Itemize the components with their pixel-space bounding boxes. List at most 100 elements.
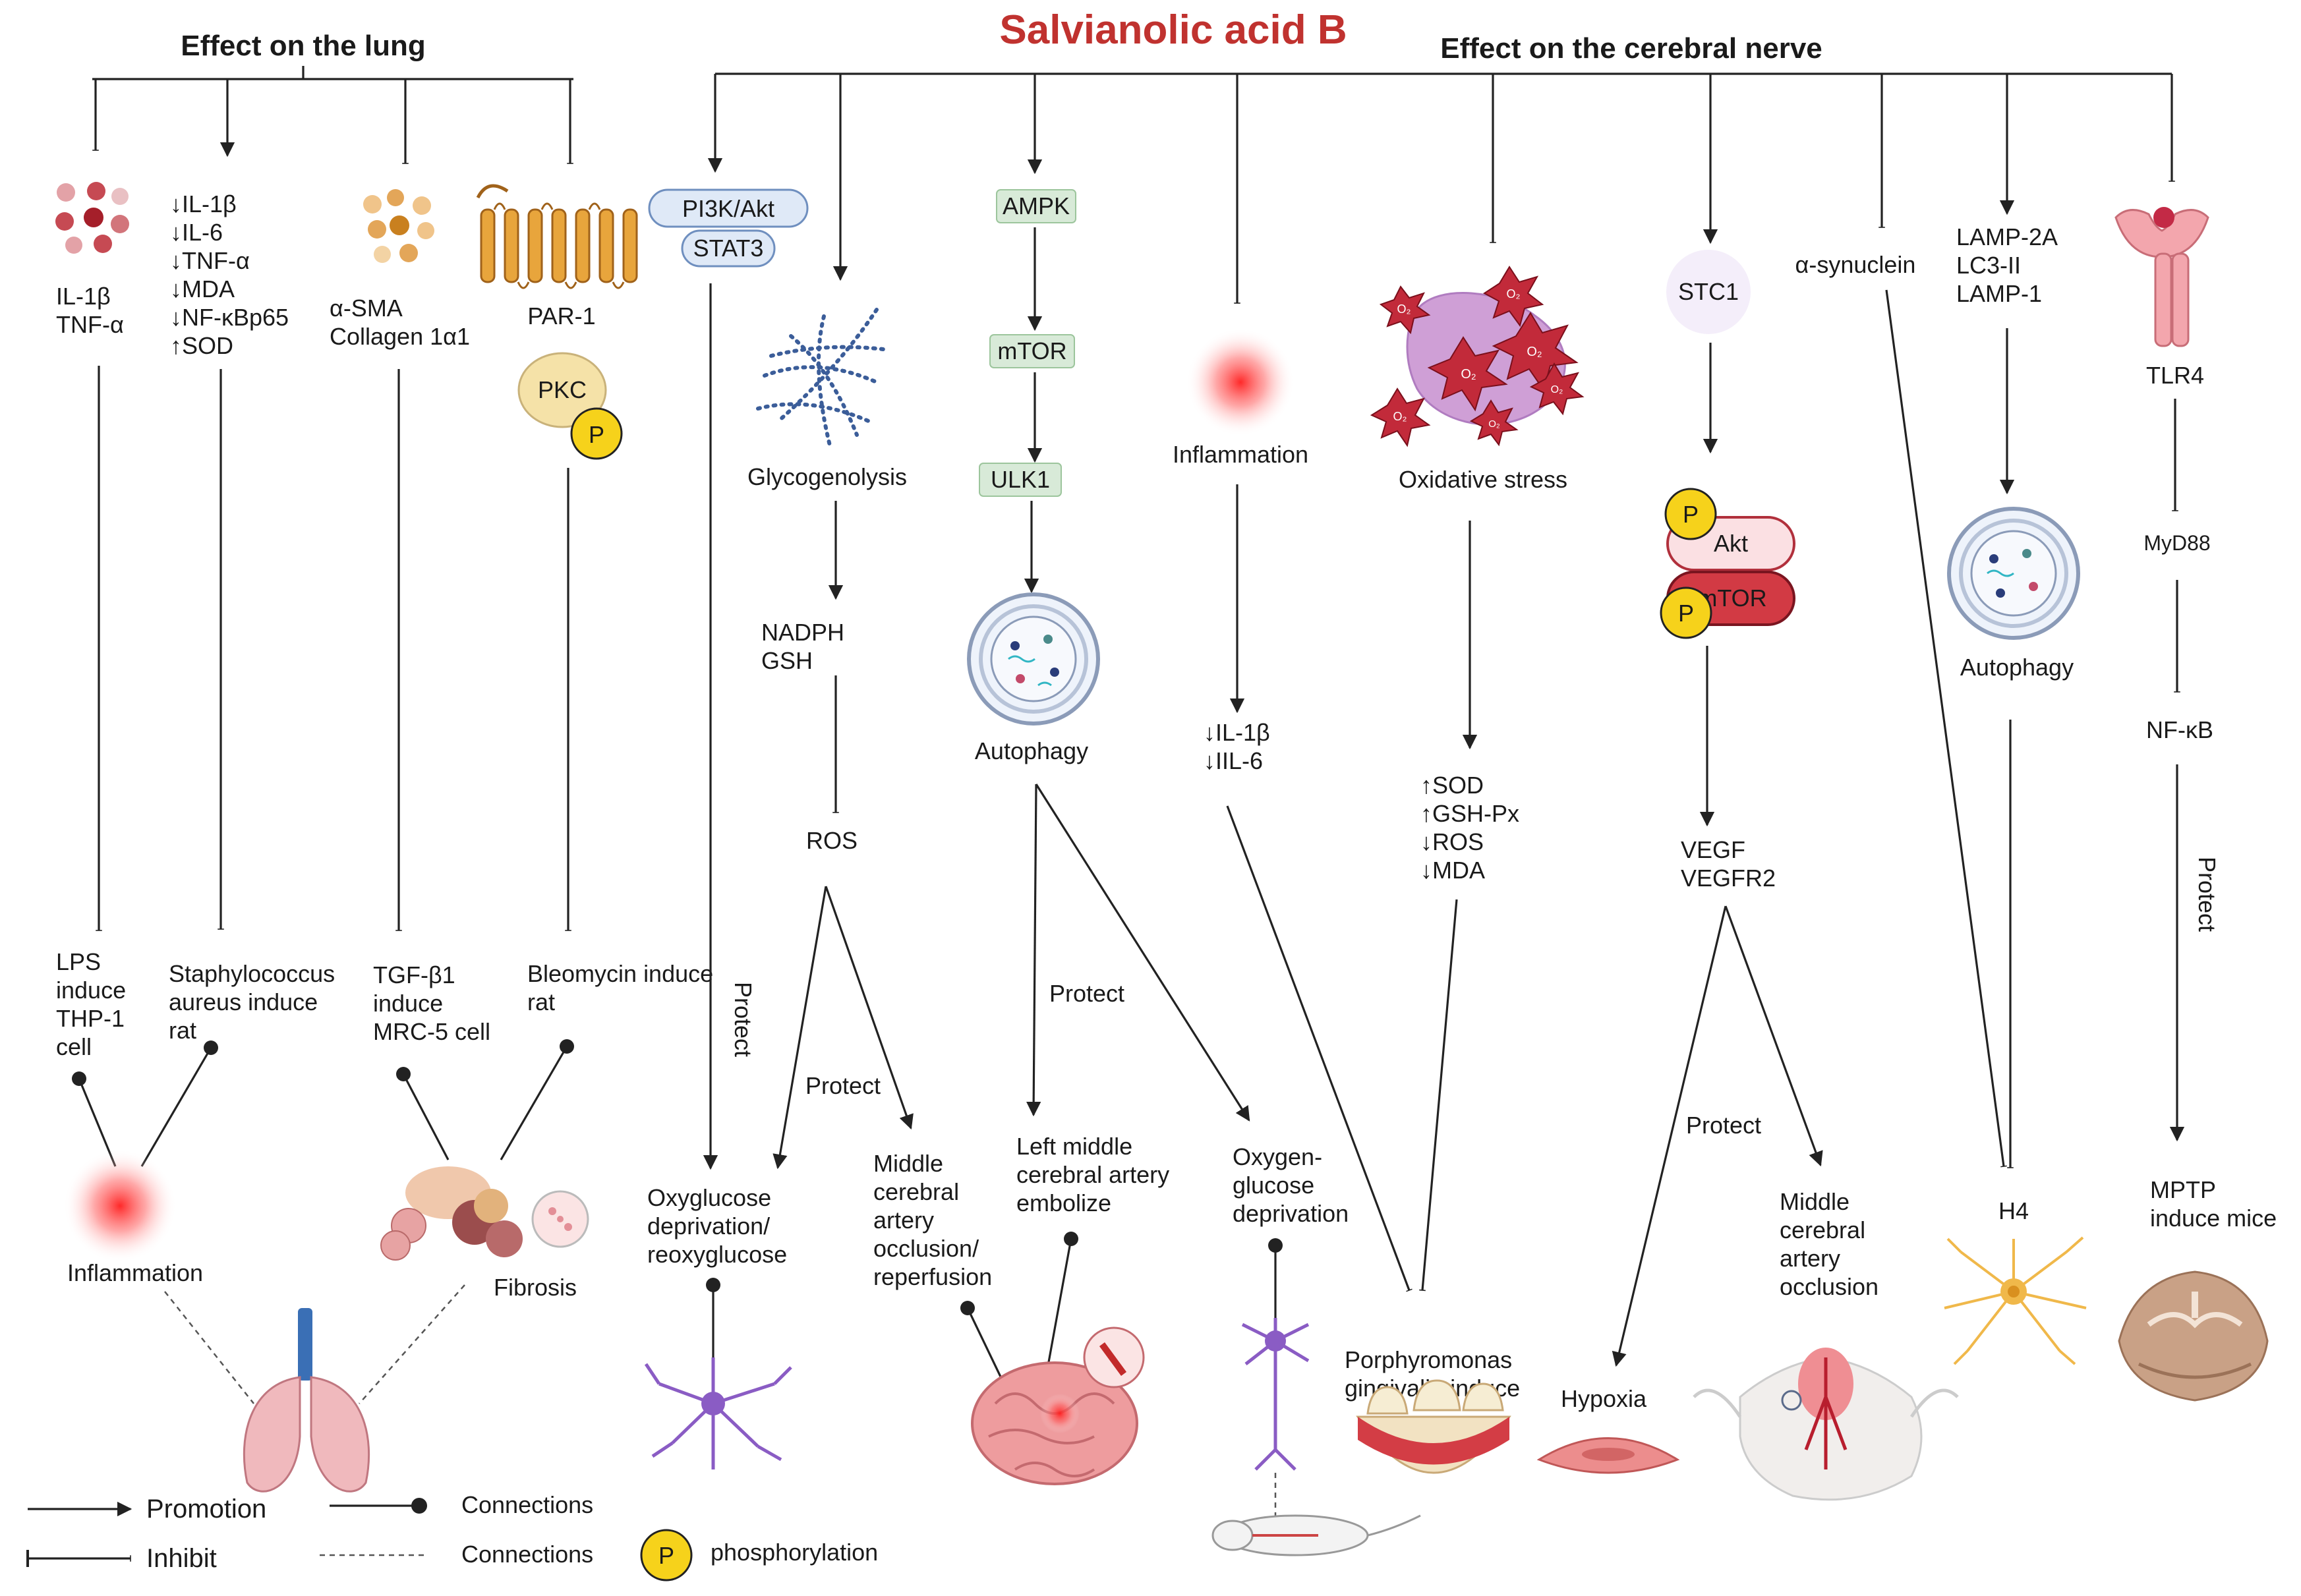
stc1-model: Middle cerebral artery occlusion [1780, 1188, 1879, 1300]
rat-brain-icon [1693, 1348, 1959, 1501]
lung-section-header: Effect on the lung [181, 30, 426, 62]
oxidative-stress-icon: O₂ O₂ O₂ O₂ O₂ O₂ O₂ [1370, 266, 1585, 447]
phospho-icon [570, 407, 623, 460]
legend-promotion: Promotion [146, 1495, 266, 1524]
lung-col1-targets: IL-1β TNF-α [56, 283, 124, 338]
lung-outcomes: Inflammation Fibrosis [63, 1039, 589, 1493]
glyco-column: Glycogenolysis NADPH GSH ROS Protect Mid… [747, 308, 992, 1290]
lung-col3-targets: α-SMA Collagen 1α1 [330, 295, 470, 350]
nerve-bracket [707, 72, 2175, 304]
glyco-mid: NADPH GSH [761, 619, 851, 674]
par1-label: PAR-1 [527, 302, 595, 329]
oxidative-markers: ↑SOD ↑GSH-Px ↓ROS ↓MDA [1420, 772, 1526, 884]
akt-phospho-icon [1664, 488, 1717, 540]
brainstem-icon [2118, 1270, 2269, 1402]
teeth-icon [1356, 1379, 1511, 1474]
pkc-bubble [517, 352, 607, 428]
stc1-label: STC1 [1678, 278, 1739, 305]
mtor-phospho-icon [1660, 586, 1712, 639]
myd88-label: MyD88 [2143, 531, 2210, 555]
pi3k-box [648, 188, 809, 228]
diagram-title: Salvianolic acid B [999, 7, 1347, 53]
nfkb-label: NF-κB [2146, 716, 2213, 743]
lung-col4: PAR-1 PKC P Bleomycin induce rat [476, 184, 720, 1015]
legend-phosphorylation: phosphorylation [711, 1539, 878, 1566]
ulk1-label: ULK1 [991, 466, 1050, 493]
astrocyte-icon [1944, 1236, 2087, 1365]
pi3k-column: PI3K/Akt STAT3 Protect Oxyglucose depriv… [644, 188, 809, 1469]
svg-text:O₂: O₂ [1393, 410, 1407, 423]
legend-inhibit: Inhibit [146, 1544, 217, 1573]
mtor-box [989, 334, 1075, 368]
lung-col4-model: Bleomycin induce rat [527, 960, 720, 1015]
oxidative-column: O₂ O₂ O₂ O₂ O₂ O₂ O₂ Oxidative stress ↑S… [1345, 266, 1585, 1474]
svg-text:P: P [1678, 600, 1694, 627]
fibrosis-label: Fibrosis [494, 1274, 577, 1301]
collagen-dots-icon [363, 189, 434, 263]
alveoli-icon [380, 1166, 589, 1261]
tlr4-column: TLR4 MyD88 NF-κB Protect MPTP induce mic… [2114, 207, 2277, 1402]
nerve-inflammation-glow-icon [1186, 328, 1295, 436]
ampk-label: AMPK [1003, 192, 1070, 219]
lung-col2: ↓IL-1β ↓IL-6 ↓TNF-α ↓MDA ↓NF-κBp65 ↑SOD … [169, 190, 341, 1044]
legend-connections-solid: Connections [461, 1491, 593, 1518]
lung-bracket [92, 66, 573, 164]
synuclein-column: α-synuclein [1795, 251, 2007, 1168]
svg-text:P: P [658, 1542, 674, 1569]
pkc-label: PKC [538, 376, 587, 403]
mtor-label: mTOR [997, 337, 1066, 364]
stc1-protect: Protect [1686, 1112, 1761, 1139]
ulk1-box [979, 463, 1062, 497]
pi3k-model: Oxyglucose deprivation/ reoxyglucose [647, 1184, 787, 1268]
lung-col2-targets: ↓IL-1β ↓IL-6 ↓TNF-α ↓MDA ↓NF-κBp65 ↑SOD [170, 190, 295, 359]
legend-connections-dashed: Connections [461, 1541, 593, 1568]
lamp-autophagy-label: Autophagy [1960, 654, 2074, 681]
tlr4-model: MPTP induce mice [2150, 1176, 2277, 1232]
inflam-column: Inflammation ↓IL-1β ↓IIL-6 [1173, 328, 1413, 1292]
phospho-p: P [589, 421, 604, 448]
nerve-section-header: Effect on the cerebral nerve [1440, 32, 1822, 65]
lungs-icon [243, 1308, 370, 1493]
rat-icon [1211, 1514, 1421, 1556]
brain-icon [971, 1326, 1145, 1485]
vegf-labels: VEGF VEGFR2 [1681, 836, 1776, 892]
svg-text:O₂: O₂ [1488, 418, 1500, 430]
lung-col3-model: TGF-β1 induce MRC-5 cell [373, 961, 490, 1045]
ampk-model-right: Oxygen- glucose deprivation [1233, 1143, 1349, 1227]
pi3k-label: PI3K/Akt [682, 195, 774, 222]
inflammation-glow-icon [63, 1149, 177, 1263]
tlr4-receptor-icon [2114, 207, 2209, 347]
lung-col1-model: LPS induce THP-1 cell [56, 948, 132, 1060]
legend: Promotion Inhibit Connections Connection… [26, 1491, 878, 1582]
svg-text:P: P [1683, 501, 1699, 528]
svg-text:O₂: O₂ [1507, 287, 1521, 300]
glycogenolysis-label: Glycogenolysis [747, 463, 907, 490]
synuclein-label: α-synuclein [1795, 251, 1916, 278]
glyco-model: Middle cerebral artery occlusion/ reperf… [873, 1150, 992, 1290]
cytokine-dots-icon [55, 182, 129, 254]
lamp-column: LAMP-2A LC3-II LAMP-1 Autophagy H4 [1944, 223, 2087, 1365]
lamp-markers: LAMP-2A LC3-II LAMP-1 [1956, 223, 2063, 307]
stc1-bubble [1666, 250, 1751, 334]
tlr4-label: TLR4 [2146, 362, 2204, 389]
ampk-model-left: Left middle cerebral artery embolize [1016, 1133, 1176, 1216]
lung-col2-model: Staphylococcus aureus induce rat [169, 960, 341, 1044]
svg-text:O₂: O₂ [1461, 367, 1476, 382]
ampk-column: AMPK mTOR ULK1 Autophagy Protect Left mi… [960, 189, 1421, 1556]
stc1-column: STC1 Akt mTOR P P VEGF VEGFR2 Protect Hy… [1536, 250, 1959, 1501]
autophagy-icon [967, 592, 1100, 726]
tlr4-protect: Protect [2194, 857, 2221, 932]
ampk-protect: Protect [1049, 980, 1124, 1007]
stat3-label: STAT3 [693, 235, 764, 262]
svg-text:O₂: O₂ [1397, 302, 1411, 316]
ros-label: ROS [806, 827, 858, 854]
ogd-neuron-icon [1241, 1318, 1310, 1471]
ampk-box [996, 189, 1076, 223]
stat3-box [681, 229, 776, 268]
glycogen-icon [756, 308, 885, 450]
glyco-protect: Protect [805, 1072, 881, 1099]
hypoxia-label: Hypoxia [1561, 1385, 1647, 1412]
lung-col3: α-SMA Collagen 1α1 TGF-β1 induce MRC-5 c… [330, 189, 490, 1045]
svg-text:O₂: O₂ [1527, 345, 1542, 359]
